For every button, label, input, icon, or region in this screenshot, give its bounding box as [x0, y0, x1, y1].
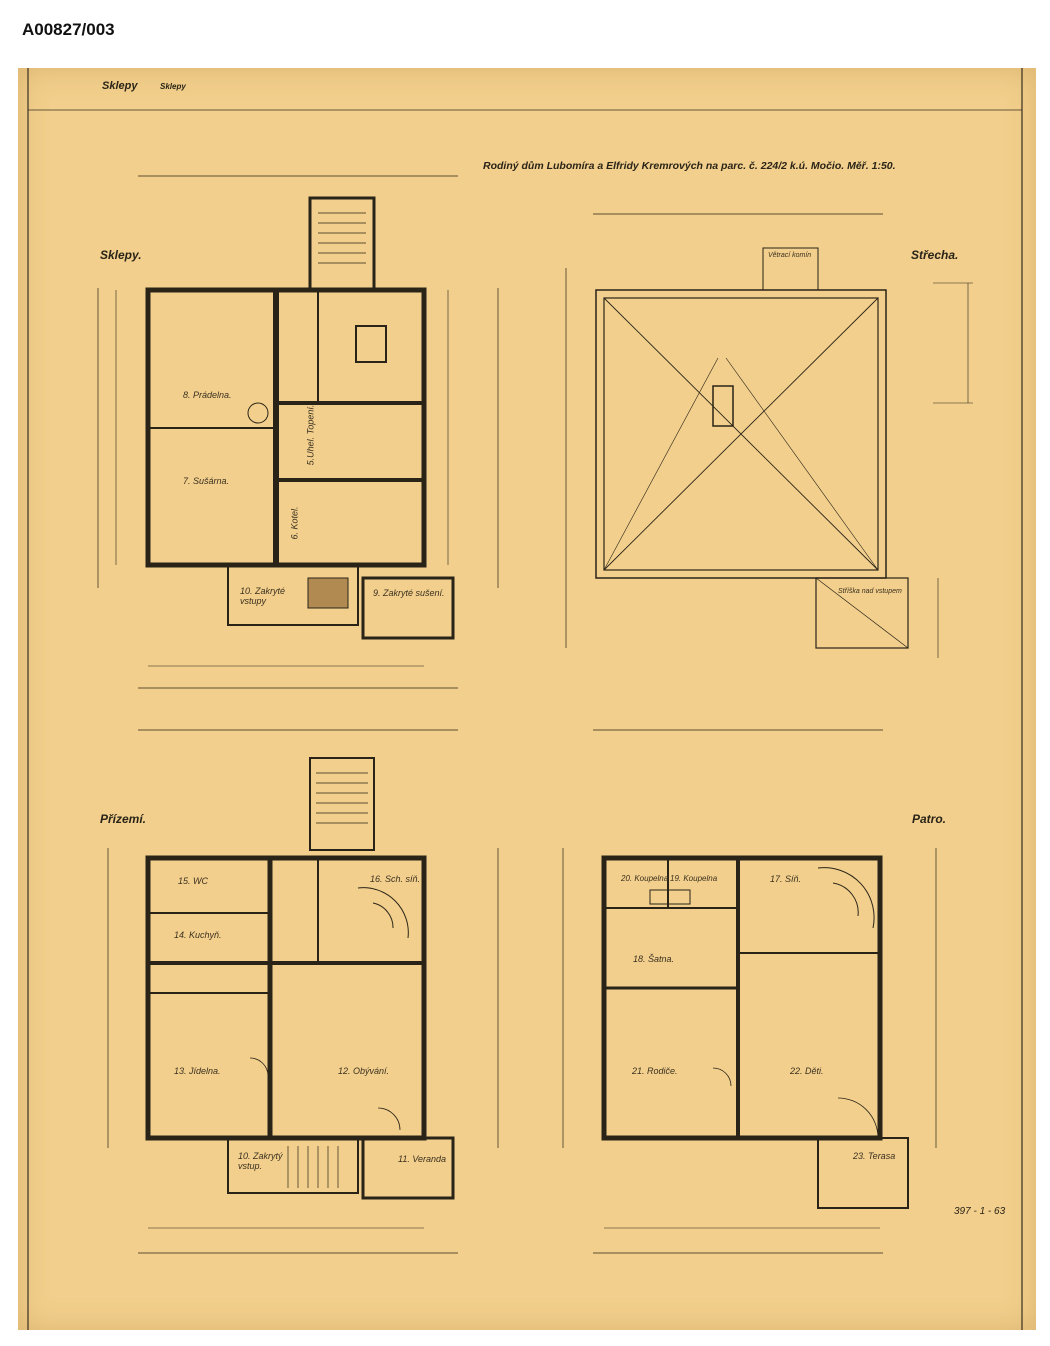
drawing-title: Rodiný dům Lubomíra a Elfridy Kremrových…: [483, 160, 896, 172]
room-label: 8. Prádelna.: [183, 390, 232, 400]
roof-note: Stříška nad vstupem: [838, 588, 902, 595]
room-label: 20. Koupelna: [621, 874, 669, 883]
room-label: 10. Zakryté vstupy: [240, 586, 286, 606]
room-label: 16. Sch. síň.: [370, 874, 421, 884]
room-label: 22. Děti.: [790, 1066, 824, 1076]
room-label: 14. Kuchyň.: [174, 930, 222, 940]
room-label: 17. Síň.: [770, 874, 802, 884]
ground-floor-plan: [107, 729, 499, 1254]
room-label: 6. Kotel.: [289, 506, 300, 540]
room-label: 12. Obývání.: [338, 1066, 390, 1076]
roof-plan-heading: Střecha.: [911, 248, 959, 262]
roof-plan: [565, 213, 973, 658]
cellar-plan: [97, 175, 499, 689]
room-label: 19. Koupelna: [670, 874, 718, 883]
room-label: 23. Terasa: [853, 1151, 896, 1161]
room-label: 7. Sušárna.: [183, 476, 230, 486]
room-label: 11. Veranda: [398, 1154, 447, 1164]
room-label: 18. Šatna.: [633, 954, 675, 964]
cellar-plan-heading: Sklepy.: [100, 248, 142, 262]
archive-id: A00827/003: [22, 20, 115, 39]
room-label: 9. Zakryté sušení.: [373, 588, 445, 598]
blueprint-sheet: Sklepy Sklepy Rodiný dům Lubomíra a Elfr…: [18, 68, 1036, 1330]
room-label: 10. Zakrytý vstup.: [238, 1151, 283, 1171]
drawing-number: 397 - 1 - 63: [954, 1206, 1006, 1217]
floor-plan-drawing: [27, 68, 1023, 1330]
roof-note: Větrací komín: [768, 252, 812, 259]
room-label: 5.Uhel. Topení.: [305, 404, 316, 466]
room-label: 21. Rodiče.: [632, 1066, 678, 1076]
upper-floor-plan: [562, 729, 937, 1254]
corner-note: Sklepy: [102, 80, 138, 92]
ground-floor-heading: Přízemí.: [100, 812, 147, 826]
room-label: 13. Jídelna.: [174, 1066, 221, 1076]
room-label: 15. WC: [178, 876, 209, 886]
upper-floor-heading: Patro.: [912, 812, 947, 826]
corner-note-small: Sklepy: [160, 82, 186, 91]
